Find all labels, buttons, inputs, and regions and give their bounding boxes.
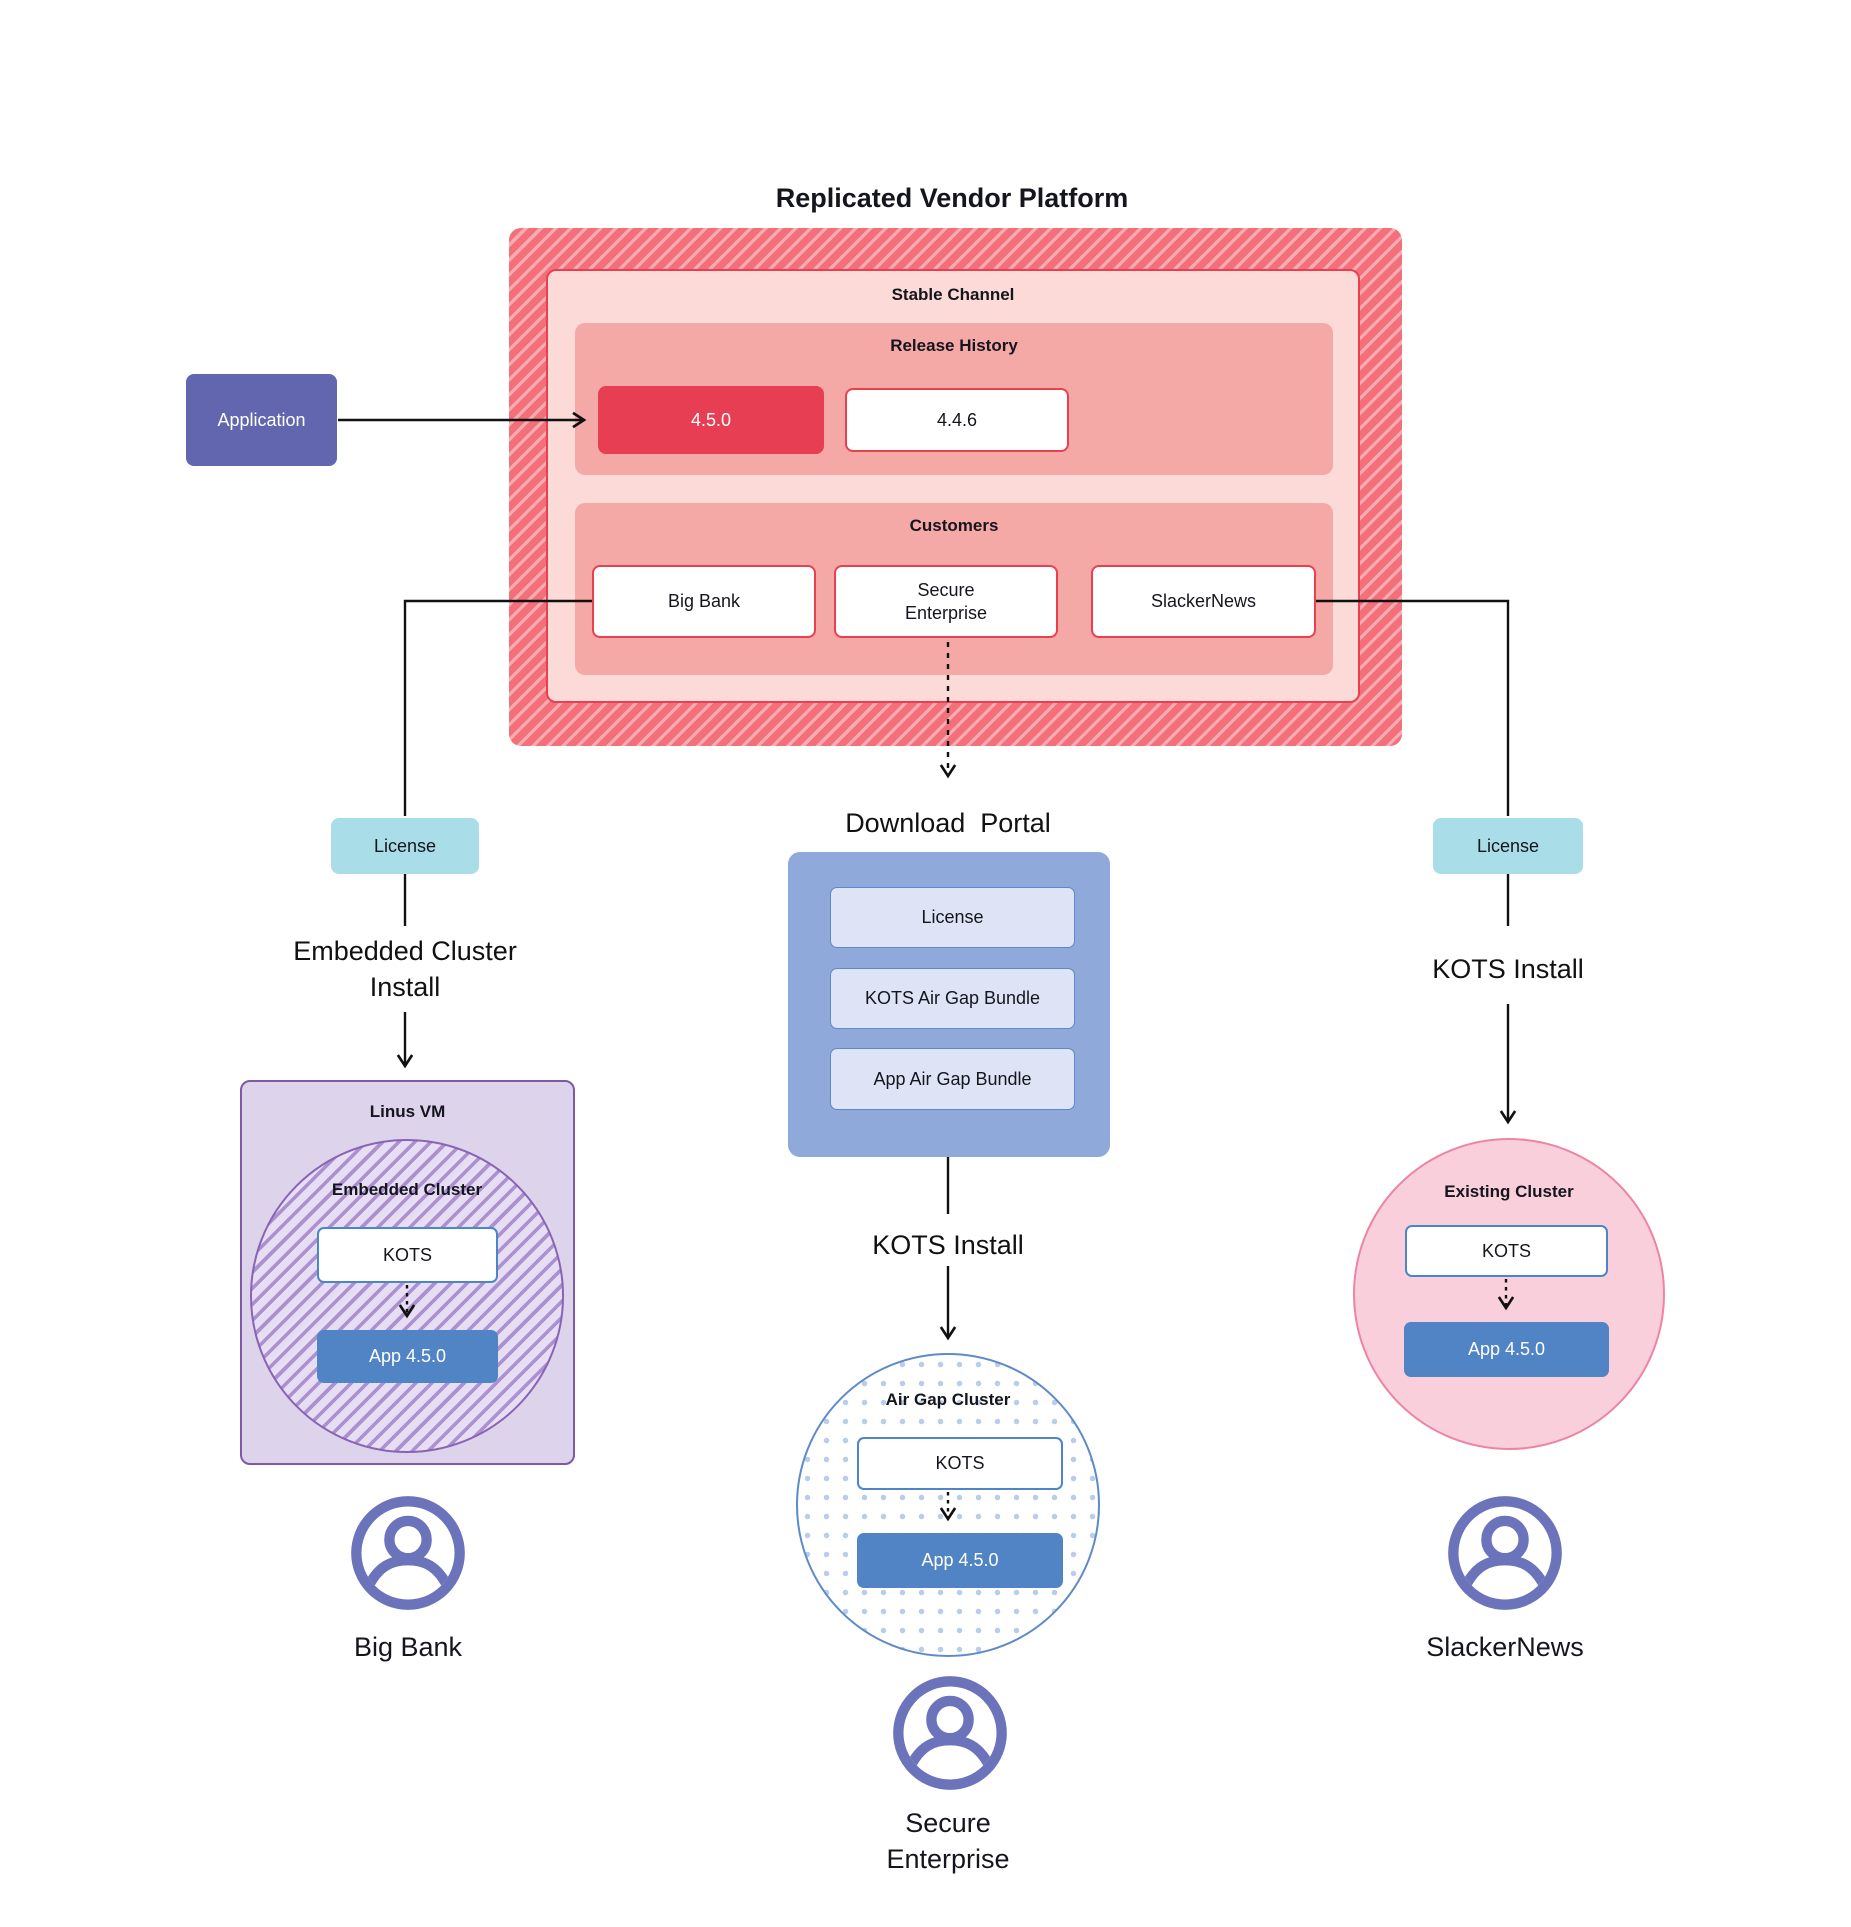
app-box-airgap: App 4.5.0 <box>857 1533 1063 1588</box>
slackernews-user-label: SlackerNews <box>1426 1632 1584 1662</box>
release-history-label: Release History <box>890 336 1018 355</box>
air-gap-cluster-label: Air Gap Cluster <box>885 1390 1011 1409</box>
user-icon <box>888 1671 1012 1795</box>
linus-vm-label: Linus VM <box>369 1102 446 1121</box>
portal-item-kots-bundle: KOTS Air Gap Bundle <box>830 968 1075 1029</box>
release-4-4-6: 4.4.6 <box>845 388 1069 452</box>
kots-install-label-center: KOTS Install <box>872 1230 1024 1260</box>
existing-cluster-circle <box>1353 1138 1665 1450</box>
stable-channel-label: Stable Channel <box>891 285 1015 304</box>
app-box-embedded: App 4.5.0 <box>317 1330 498 1383</box>
license-box-existing: License <box>1433 818 1583 874</box>
kots-box-embedded: KOTS <box>317 1227 498 1283</box>
kots-box-existing: KOTS <box>1405 1225 1608 1277</box>
portal-item-app-bundle: App Air Gap Bundle <box>830 1048 1075 1110</box>
app-box-existing: App 4.5.0 <box>1404 1322 1609 1377</box>
portal-item-license: License <box>830 887 1075 948</box>
air-gap-cluster-circle <box>796 1353 1100 1657</box>
customer-secure-enterprise: Secure Enterprise <box>834 565 1058 638</box>
embedded-cluster-label: Embedded Cluster <box>331 1180 483 1199</box>
user-icon <box>346 1491 470 1615</box>
application-box: Application <box>186 374 337 466</box>
license-box-embedded: License <box>331 818 479 874</box>
kots-box-airgap: KOTS <box>857 1437 1063 1490</box>
embedded-cluster-install-label: Embedded Cluster Install <box>293 936 517 1002</box>
download-portal-label: Download Portal <box>845 808 1051 838</box>
existing-cluster-label: Existing Cluster <box>1444 1182 1574 1201</box>
big-bank-user-label: Big Bank <box>353 1632 463 1662</box>
kots-install-label-right: KOTS Install <box>1432 954 1584 984</box>
diagram-title: Replicated Vendor Platform <box>775 183 1129 213</box>
customer-big-bank: Big Bank <box>592 565 816 638</box>
secure-enterprise-user-label: Secure Enterprise <box>886 1808 1010 1874</box>
customer-slackernews: SlackerNews <box>1091 565 1316 638</box>
release-4-5-0: 4.5.0 <box>598 386 824 454</box>
customers-label: Customers <box>909 516 999 535</box>
user-icon <box>1443 1491 1567 1615</box>
